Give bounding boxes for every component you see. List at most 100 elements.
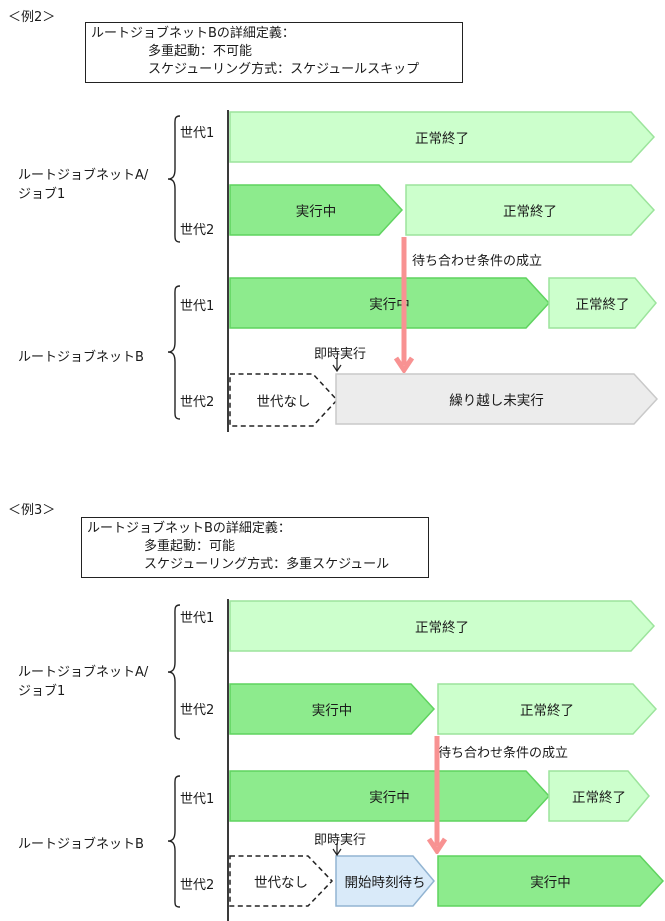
example3-title: ＜例3＞ — [8, 503, 56, 518]
bar-shape — [548, 770, 650, 822]
example3-a-gen2-label: 世代2 — [180, 703, 215, 718]
example3-group-a-brace — [167, 604, 181, 740]
bar-ex2-a2-running: 実行中 — [229, 184, 403, 236]
bar-polygon — [229, 277, 550, 329]
bar-polygon — [229, 111, 655, 163]
bar-shape — [335, 373, 658, 425]
bar-ex3-b1-success: 正常終了 — [548, 770, 650, 822]
bar-polygon — [437, 855, 664, 907]
example2-definition-line1: ルートジョブネットBの詳細定義： — [91, 26, 295, 41]
bar-shape — [229, 855, 333, 907]
bar-ex3-a2-running: 実行中 — [229, 683, 435, 735]
bar-label: 正常終了 — [415, 620, 469, 636]
example2-b-gen1-label: 世代1 — [180, 299, 215, 314]
bar-shape — [335, 855, 435, 907]
example3-a-gen1-label: 世代1 — [180, 611, 215, 626]
bar-ex3-a1-success: 正常終了 — [229, 600, 655, 652]
example2-wait-condition-label: 待ち合わせ条件の成立 — [412, 254, 543, 269]
bar-shape — [229, 184, 403, 236]
bar-polygon — [548, 770, 650, 822]
bar-label: 実行中 — [369, 297, 410, 313]
example2-timeline-axis — [227, 110, 229, 432]
bar-ex3-b2-no-generation: 世代なし — [229, 855, 333, 907]
example2-group-b-label: ルートジョブネットB — [18, 350, 144, 365]
example3-wait-condition-arrow — [426, 736, 448, 854]
example3-definition-line1: ルートジョブネットBの詳細定義： — [87, 521, 291, 536]
example2-group-b-brace — [167, 285, 181, 420]
example2-wait-condition-arrow — [393, 237, 415, 373]
bar-ex3-b2-running: 実行中 — [437, 855, 664, 907]
bar-shape — [229, 683, 435, 735]
bar-ex2-a2-success: 正常終了 — [405, 184, 655, 236]
bar-ex2-b1-running: 実行中 — [229, 277, 550, 329]
example2-group-a-brace — [167, 115, 181, 243]
bar-label: 実行中 — [311, 703, 353, 719]
example2-a-gen1-label: 世代1 — [180, 126, 215, 141]
bar-label: 正常終了 — [415, 131, 469, 147]
example3-definition-line2: 多重起動：可能 — [144, 539, 236, 554]
example2-group-a-line1: ルートジョブネットA/ — [18, 168, 149, 183]
bar-shape — [437, 683, 657, 735]
bar-polygon — [405, 184, 655, 236]
bar-label: 繰り越し未実行 — [449, 393, 544, 409]
example3-group-b-label: ルートジョブネットB — [18, 837, 144, 852]
example2-group-a-line2: ジョブ1 — [18, 187, 66, 202]
example2-title: ＜例2＞ — [8, 10, 56, 25]
example3-immediate-exec-label: 即時実行 — [313, 833, 366, 848]
bar-shape — [229, 770, 550, 822]
bar-ex2-b2-no-generation: 世代なし — [229, 373, 338, 427]
bar-ex2-a1-success: 正常終了 — [229, 111, 655, 163]
arrow-head — [332, 848, 342, 857]
bar-ex3-b1-running: 実行中 — [229, 770, 550, 822]
bar-label: 実行中 — [530, 875, 571, 891]
bar-label: 正常終了 — [503, 204, 557, 220]
bar-label: 開始時刻待ち — [344, 875, 426, 891]
bar-shape — [548, 277, 657, 329]
example2-immediate-exec-arrow — [332, 357, 342, 373]
example2-definition-line3: スケジューリング方式：スケジュールスキップ — [148, 62, 420, 77]
example3-timeline-axis — [227, 599, 229, 921]
example3-group-a-label: ルートジョブネットA/ ジョブ1 — [18, 663, 148, 701]
example3-definition-box: ルートジョブネットBの詳細定義： 多重起動：可能 スケジューリング方式：多重スケ… — [81, 517, 429, 578]
bar-shape — [229, 111, 655, 163]
brace-path — [167, 775, 181, 908]
example2-b-gen2-label: 世代2 — [180, 395, 215, 410]
bar-polygon — [437, 683, 657, 735]
brace-path — [167, 115, 181, 243]
bar-ex2-b2-carried-over: 繰り越し未実行 — [335, 373, 658, 425]
bar-label: 正常終了 — [520, 703, 574, 719]
bar-ex3-b2-waiting-start-time: 開始時刻待ち — [335, 855, 435, 907]
example2-definition-line2: 多重起動：不可能 — [148, 44, 253, 59]
example3-group-b-brace — [167, 775, 181, 908]
bar-polygon-dashed — [229, 373, 338, 427]
bar-polygon — [335, 373, 658, 425]
bar-polygon — [229, 600, 655, 652]
bar-ex2-b1-success: 正常終了 — [548, 277, 657, 329]
bar-label: 正常終了 — [575, 297, 630, 313]
bar-polygon — [229, 184, 403, 236]
bar-label: 世代なし — [254, 875, 308, 891]
example3-group-a-line1: ルートジョブネットA/ — [18, 665, 149, 680]
example2-immediate-exec-label: 即時実行 — [313, 347, 366, 362]
example2-group-a-label: ルートジョブネットA/ ジョブ1 — [18, 166, 148, 204]
bar-shape — [437, 855, 664, 907]
example3-wait-condition-label: 待ち合わせ条件の成立 — [438, 746, 569, 761]
example3-definition-line3: スケジューリング方式：多重スケジュール — [144, 557, 390, 572]
example3-group-a-line2: ジョブ1 — [18, 684, 66, 699]
bar-shape — [229, 373, 338, 427]
arrow-head — [332, 364, 342, 373]
bar-label: 実行中 — [369, 790, 410, 806]
bar-polygon — [229, 770, 550, 822]
arrow-head — [393, 356, 415, 373]
bar-shape — [229, 277, 550, 329]
bar-polygon — [548, 277, 657, 329]
bar-polygon — [229, 683, 435, 735]
bar-polygon — [335, 855, 435, 907]
example3-b-gen2-label: 世代2 — [180, 878, 215, 893]
bar-shape — [229, 600, 655, 652]
arrow-head — [426, 837, 448, 854]
example2-a-gen2-label: 世代2 — [180, 223, 215, 238]
bar-label: 正常終了 — [572, 790, 626, 806]
bar-shape — [405, 184, 655, 236]
